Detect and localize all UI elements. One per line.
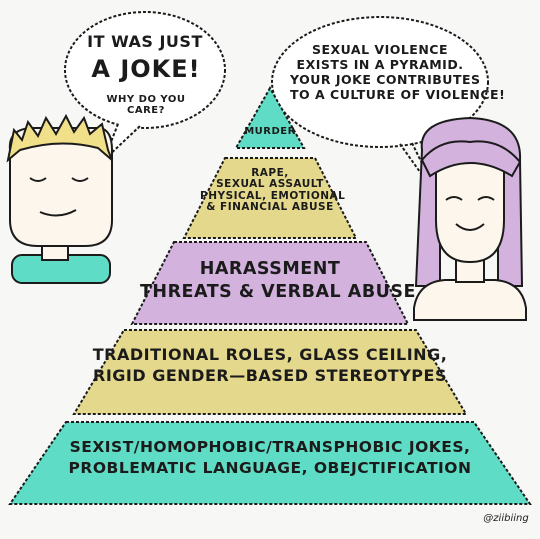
woman-mouth xyxy=(455,223,485,231)
right-speech-line: SEXUAL VIOLENCE xyxy=(311,42,449,57)
tier-label-jokes: SEXIST/HOMOPHOBIC/TRANSPHOBIC JOKES, PRO… xyxy=(40,437,500,479)
man-left-eye xyxy=(29,177,47,182)
tier-label-line: HARASSMENT xyxy=(199,259,341,279)
tier-label-line: PROBLEMATIC LANGUAGE, OBEJCTIFICATION xyxy=(68,458,472,477)
pyramid-tier-stereotypes xyxy=(72,329,468,415)
tier-label-line: SEXIST/HOMOPHOBIC/TRANSPHOBIC JOKES, xyxy=(69,438,471,456)
woman-figure xyxy=(413,116,527,321)
right-speech-line: TO A CULTURE OF VIOLENCE! xyxy=(290,87,506,102)
woman-right-eye xyxy=(477,196,495,201)
left-speech-line-3: WHY DO YOU CARE? xyxy=(106,94,186,116)
woman-bangs xyxy=(420,140,522,178)
pyramid-tier-murder xyxy=(234,85,306,149)
pyramid xyxy=(8,85,532,505)
pyramid-tier-jokes xyxy=(8,421,532,505)
tier-label-harassment: HARASSMENT THREATS & VERBAL ABUSE xyxy=(140,258,416,304)
left-speech-line-2: A JOKE! xyxy=(91,55,201,83)
tier-label-line: RAPE, xyxy=(251,167,289,179)
man-hair xyxy=(6,113,113,163)
tier-label-line: & FINANCIAL ABUSE xyxy=(206,200,334,213)
tier-label-line: RIGID GENDER—BASED STEREOTYPES xyxy=(93,365,447,385)
man-face xyxy=(8,127,113,247)
tier-label-line: THREATS & VERBAL ABUSE xyxy=(140,281,416,302)
tier-label-line: MURDER xyxy=(244,126,296,137)
pyramid-tier-assault xyxy=(182,157,358,239)
artist-signature: @ziibiing xyxy=(483,513,529,524)
left-speech-line-1: IT WAS JUST xyxy=(87,32,203,51)
right-speech-line: EXISTS IN A PYRAMID. xyxy=(296,57,464,72)
tier-label-murder: MURDER xyxy=(228,126,312,138)
left-speech-bubble xyxy=(64,11,226,161)
right-speech-text: SEXUAL VIOLENCE EXISTS IN A PYRAMID. YOU… xyxy=(290,42,506,102)
woman-left-eye xyxy=(445,196,463,201)
tier-label-line: SEXUAL ASSAULT xyxy=(216,178,324,191)
woman-shoulders xyxy=(413,279,527,321)
tier-label-line: TRADITIONAL ROLES, GLASS CEILING, xyxy=(92,345,448,364)
man-mouth xyxy=(39,209,77,217)
tier-label-stereotypes: TRADITIONAL ROLES, GLASS CEILING, RIGID … xyxy=(90,345,450,387)
right-speech-line: YOUR JOKE CONTRIBUTES xyxy=(290,72,481,87)
man-figure xyxy=(6,113,113,284)
tier-label-assault: RAPE, SEXUAL ASSAULT PHYSICAL, EMOTIONAL… xyxy=(200,167,346,213)
tier-label-line: PHYSICAL, EMOTIONAL xyxy=(200,189,346,202)
man-right-eye xyxy=(71,177,89,182)
pyramid-tier-harassment xyxy=(130,241,410,325)
